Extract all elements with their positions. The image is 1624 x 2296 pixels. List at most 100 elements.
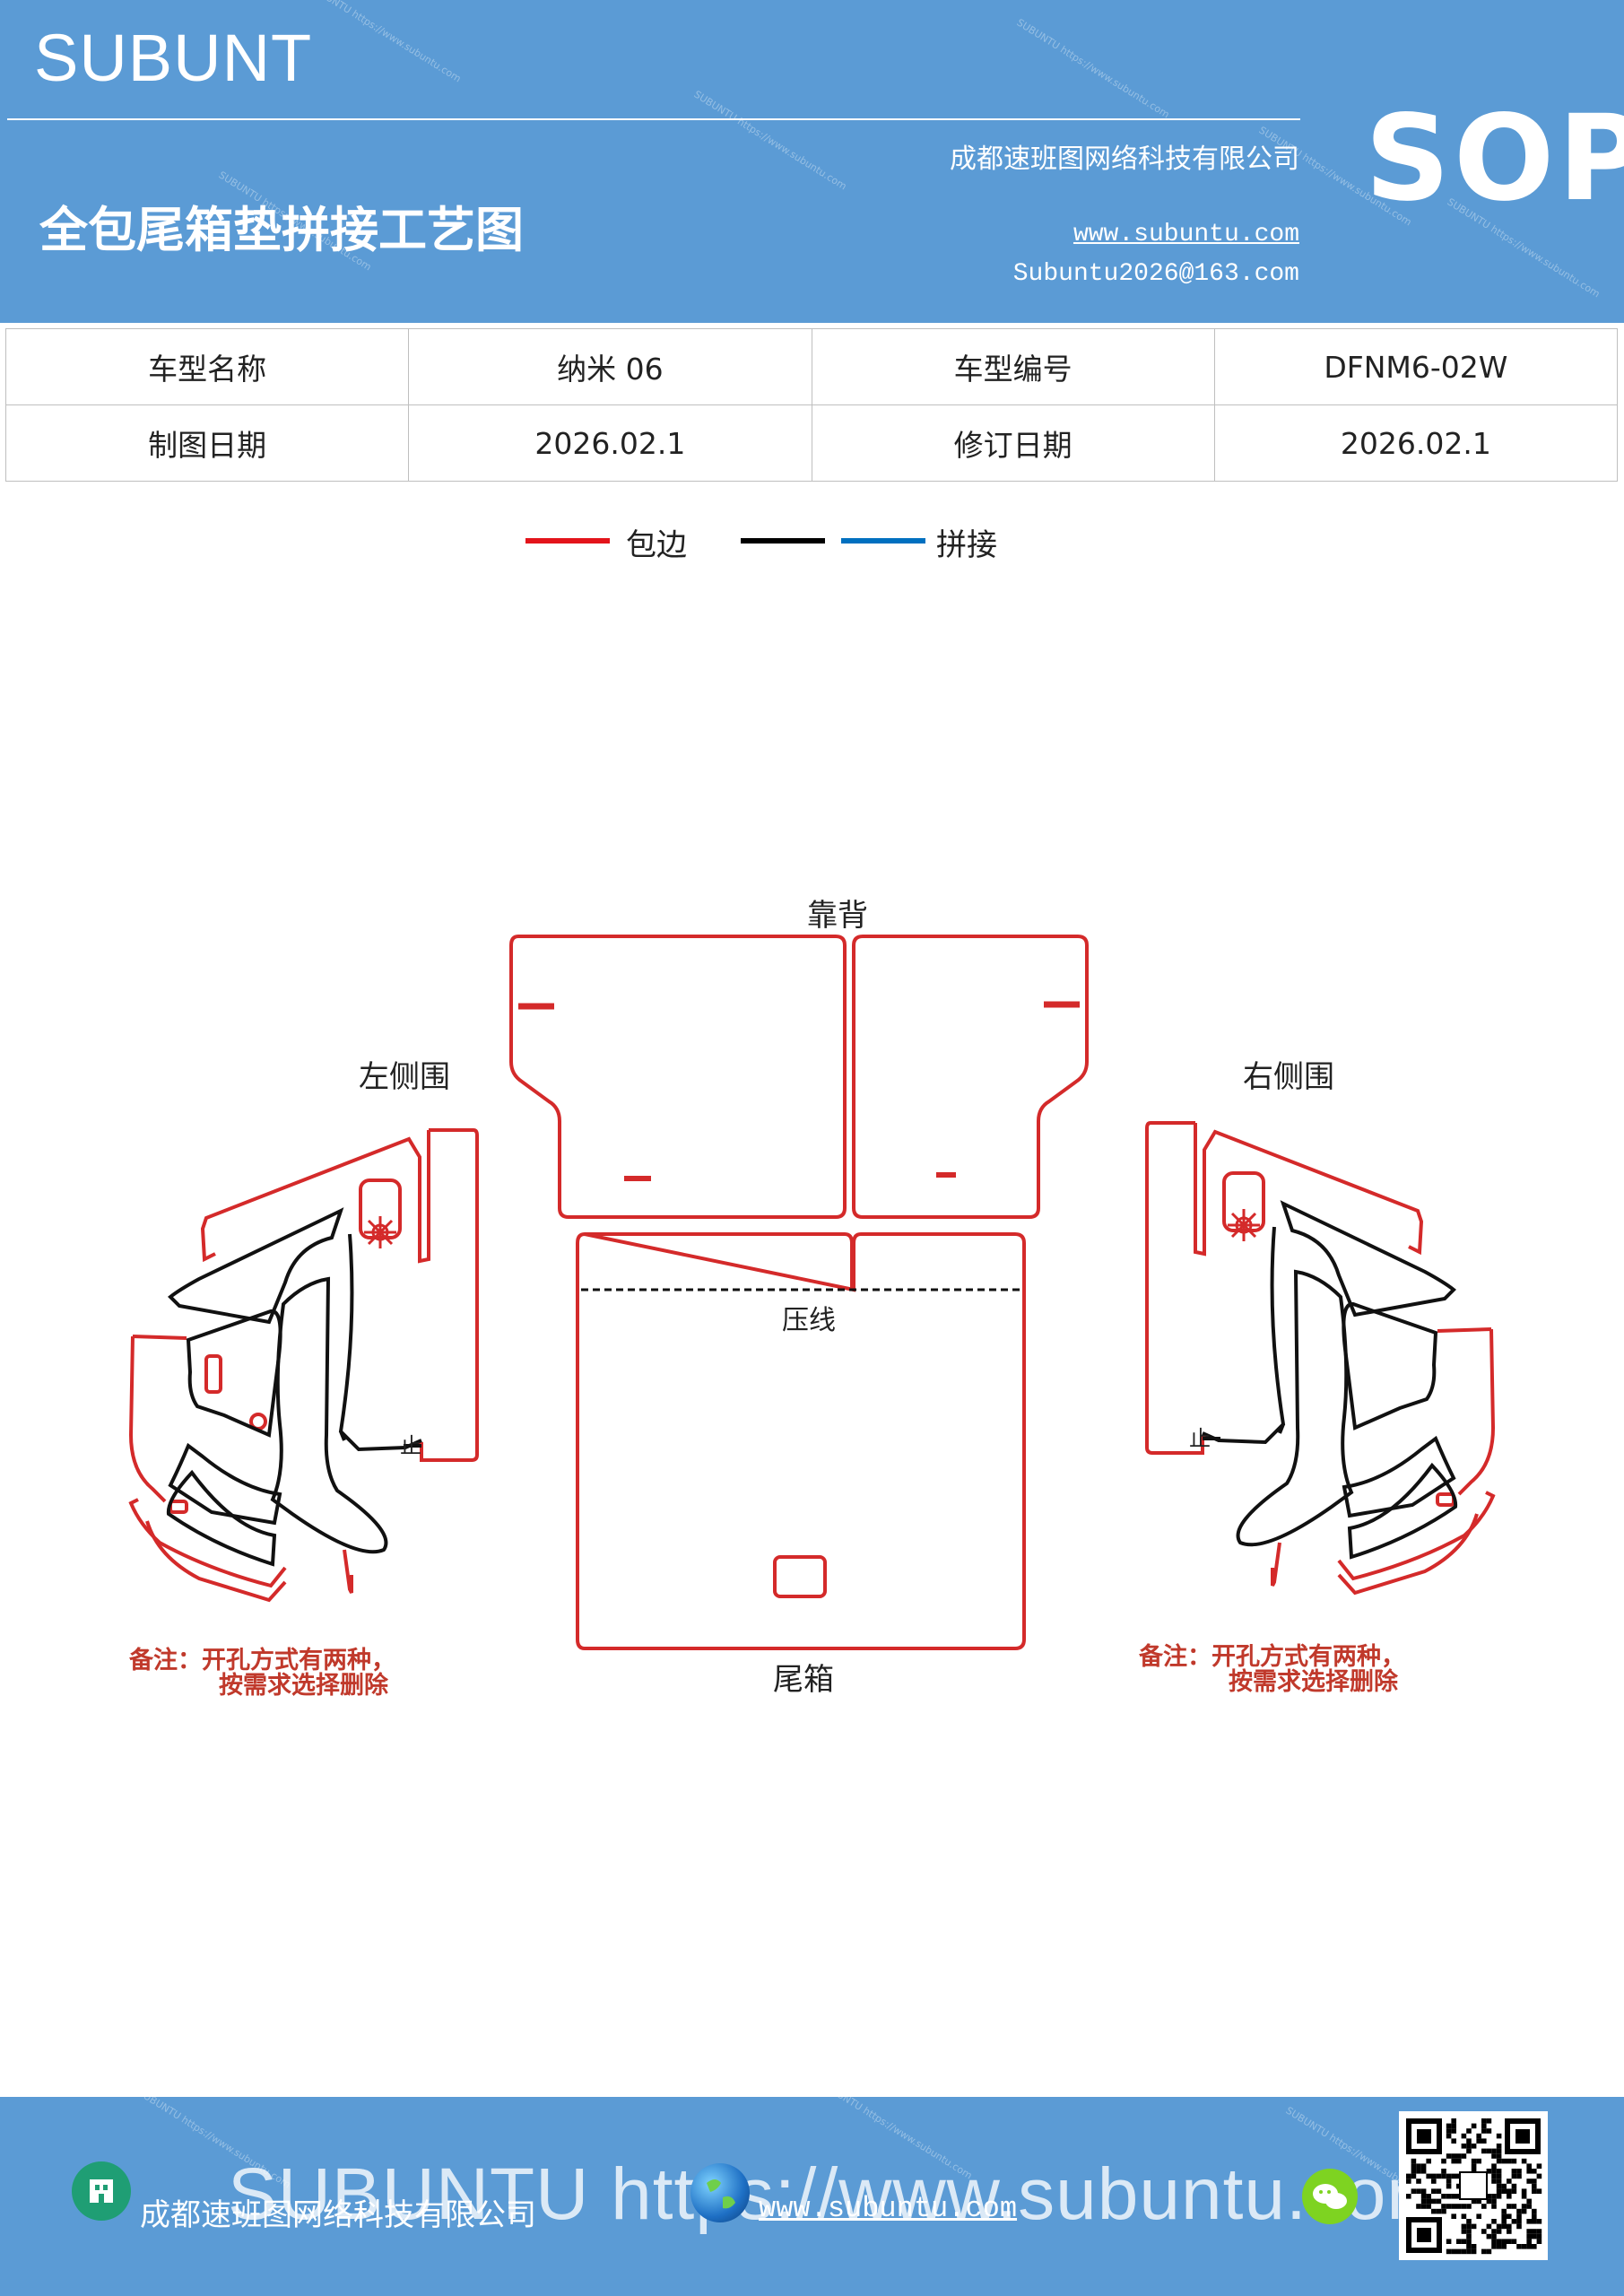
- table-row: 制图日期 2026.02.1 修订日期 2026.02.1: [4, 404, 1619, 482]
- qr-module: [1511, 2169, 1517, 2174]
- email-address[interactable]: Subuntu2026@163.com: [1012, 260, 1299, 288]
- qr-module: [1526, 2244, 1532, 2249]
- qr-module: [1496, 2244, 1502, 2249]
- qr-module: [1516, 2223, 1522, 2230]
- qr-module: [1486, 2169, 1492, 2174]
- qr-module: [1456, 2239, 1462, 2244]
- qr-module: [1536, 2239, 1542, 2244]
- qr-module: [1496, 2148, 1502, 2154]
- qr-module: [1426, 2204, 1431, 2209]
- qr-module: [1481, 2248, 1487, 2255]
- qr-module: [1441, 2194, 1446, 2199]
- qr-module: [1456, 2153, 1462, 2159]
- qr-module: [1501, 2158, 1507, 2164]
- qr-module: [1476, 2133, 1481, 2139]
- qr-module: [1461, 2153, 1467, 2159]
- qr-module: [1486, 2118, 1492, 2124]
- qr-module: [1491, 2204, 1497, 2209]
- note-right-line1: 备注：开孔方式有两种，: [1138, 1642, 1405, 1671]
- qr-module: [1536, 2188, 1542, 2194]
- qr-module: [1511, 2219, 1517, 2224]
- qr-module: [1446, 2239, 1452, 2244]
- diagram-canvas: 靠背 压线 尾箱 左侧围 止: [128, 898, 1496, 1700]
- footer-website-link[interactable]: www.subuntu.com: [759, 2192, 1018, 2225]
- qr-module: [1526, 2204, 1532, 2209]
- qr-module: [1501, 2208, 1507, 2214]
- footer-watermark-text: SUBUNTU https://www.subuntu.com: [228, 2153, 1449, 2235]
- qr-module: [1511, 2204, 1517, 2209]
- qr-module: [1507, 2223, 1512, 2230]
- qr-module: [1431, 2188, 1437, 2194]
- header-banner: SUBUNTU https://www.subuntu.com SUBUNTU …: [0, 0, 1624, 323]
- trunk-mat-diagram: 靠背 压线 尾箱 左侧围 止: [0, 861, 1624, 1722]
- qr-module: [1461, 2144, 1467, 2149]
- mark-stop-right: 止: [1189, 1426, 1211, 1451]
- qr-module: [1466, 2219, 1472, 2224]
- qr-module: [1496, 2173, 1502, 2179]
- qr-module: [1461, 2204, 1467, 2209]
- qr-module: [1446, 2123, 1452, 2129]
- qr-module: [1466, 2248, 1472, 2255]
- qr-module: [1516, 2244, 1522, 2249]
- qr-module: [1536, 2173, 1542, 2179]
- qr-module: [1436, 2173, 1442, 2179]
- qr-module: [1451, 2158, 1456, 2164]
- qr-module: [1420, 2163, 1427, 2169]
- qr-module: [1486, 2198, 1492, 2205]
- legend-label-edge: 包边: [626, 527, 687, 563]
- qr-module: [1451, 2194, 1456, 2199]
- qr-module: [1516, 2208, 1522, 2214]
- qr-module: [1476, 2213, 1481, 2219]
- qr-module: [1481, 2118, 1487, 2124]
- table-cell: DFNM6-02W: [1213, 328, 1619, 405]
- qr-module: [1526, 2219, 1532, 2224]
- qr-module: [1526, 2239, 1532, 2244]
- qr-module: [1532, 2244, 1537, 2249]
- qr-module: [1496, 2169, 1502, 2174]
- table-cell: 2026.02.1: [408, 404, 812, 482]
- qr-module: [1526, 2233, 1532, 2239]
- qr-module: [1446, 2183, 1452, 2189]
- qr-module: [1491, 2244, 1497, 2249]
- qr-module: [1466, 2223, 1472, 2230]
- right-side-panel: [1145, 1121, 1496, 1596]
- table-cell: 车型编号: [811, 328, 1215, 405]
- qr-module: [1486, 2248, 1492, 2255]
- qr-code: [1399, 2111, 1548, 2260]
- qr-module: [1471, 2158, 1477, 2164]
- qr-module: [1471, 2163, 1477, 2169]
- qr-module: [1476, 2198, 1481, 2205]
- qr-module: [1476, 2138, 1481, 2144]
- qr-module: [1446, 2204, 1452, 2209]
- qr-module: [1501, 2244, 1507, 2249]
- note-left-line2: 按需求选择删除: [219, 1671, 389, 1700]
- qr-module: [1411, 2173, 1417, 2179]
- qr-module: [1471, 2223, 1477, 2230]
- qr-module: [1536, 2163, 1542, 2169]
- qr-module: [1461, 2213, 1467, 2219]
- qr-module: [1466, 2138, 1472, 2144]
- qr-module: [1420, 2169, 1427, 2174]
- legend-swatch-edge: [525, 538, 610, 544]
- vehicle-info-table: 车型名称 纳米 06 车型编号 DFNM6-02W 制图日期 2026.02.1…: [4, 328, 1619, 482]
- qr-module: [1426, 2173, 1431, 2179]
- qr-module: [1476, 2158, 1481, 2164]
- qr-module: [1491, 2173, 1497, 2179]
- qr-module: [1411, 2163, 1417, 2169]
- qr-module: [1526, 2179, 1532, 2184]
- qr-module: [1507, 2229, 1512, 2234]
- wechat-icon[interactable]: [1302, 2169, 1358, 2224]
- qr-module: [1501, 2188, 1507, 2194]
- qr-module: [1426, 2158, 1431, 2164]
- website-link[interactable]: www.subuntu.com: [1073, 221, 1299, 248]
- qr-module: [1491, 2179, 1497, 2184]
- qr-module: [1496, 2223, 1502, 2230]
- globe-icon: [690, 2163, 750, 2222]
- qr-module: [1526, 2169, 1532, 2174]
- qr-module: [1496, 2144, 1502, 2149]
- qr-module: [1456, 2158, 1462, 2164]
- label-right-side: 右侧围: [1243, 1059, 1334, 1095]
- company-name: 成都速班图网络科技有限公司: [950, 144, 1299, 175]
- qr-module: [1451, 2248, 1456, 2255]
- qr-module: [1461, 2248, 1467, 2255]
